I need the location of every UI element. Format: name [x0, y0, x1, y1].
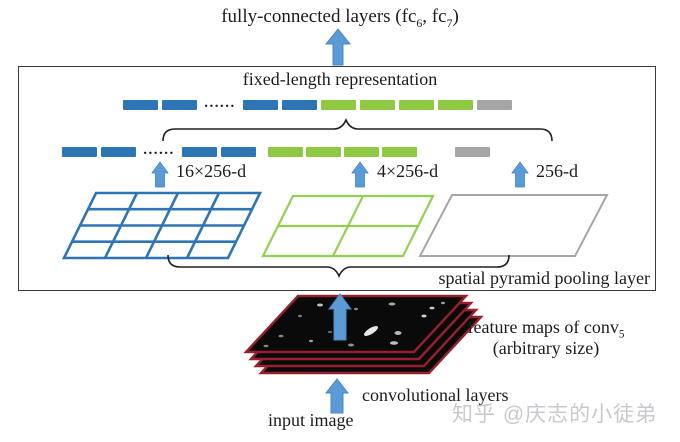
vector-bar-green [344, 147, 379, 157]
vector-bar-green [306, 147, 341, 157]
up-arrow-icon [151, 161, 169, 188]
vector-bar-blue [162, 100, 197, 110]
arbitrary-size-label: (arbitrary size) [492, 337, 600, 358]
up-arrow-icon [328, 293, 352, 341]
brace-down [167, 254, 510, 278]
spp-box [18, 66, 656, 291]
fc-layers-text: , fc [422, 6, 447, 27]
up-arrow-icon [511, 161, 529, 188]
up-arrow-icon [324, 378, 350, 414]
level-4-vector [268, 147, 417, 157]
feature-maps-label: feature maps of conv5 (arbitrary size) [441, 317, 651, 358]
fc7-subscript: 7 [446, 16, 453, 30]
pool-4x256-label: 4×256-d [377, 161, 439, 181]
vector-bar-blue [243, 100, 278, 110]
conv-layers-label: convolutional layers [362, 385, 509, 405]
pool-256-label: 256-d [536, 161, 578, 181]
fc-layers-label: fully-connected layers (fc6, fc7) [0, 6, 680, 30]
vector-bar-green [268, 147, 303, 157]
level-16-vector: ...... [62, 142, 256, 158]
vector-bar-blue [282, 100, 317, 110]
vector-bar-blue [182, 147, 217, 157]
vector-bar-blue [62, 147, 97, 157]
conv5-subscript: 5 [618, 328, 625, 341]
feature-maps-line1: feature maps of conv5 [441, 317, 651, 341]
up-arrow-icon [324, 28, 352, 66]
zhihu-watermark: 知乎 @庆志的小徒弟 [452, 403, 658, 426]
ellipsis: ...... [143, 142, 175, 158]
fixed-length-vector: ...... [123, 95, 512, 111]
vector-bar-blue [123, 100, 158, 110]
grid-4x4 [61, 191, 263, 260]
feature-map-activations [263, 301, 445, 348]
fc6-subscript: 6 [416, 16, 423, 30]
feature-map-stack [243, 294, 484, 375]
grid-2x2 [261, 194, 435, 258]
vector-bar-green [382, 147, 417, 157]
vector-bar-green [399, 100, 434, 110]
vector-bar-blue [221, 147, 256, 157]
up-arrow-icon [351, 161, 369, 188]
feature-maps-text: feature maps of conv [467, 317, 619, 337]
brace-up [162, 118, 553, 142]
fc-layers-text: fully-connected layers (fc [221, 6, 417, 27]
spp-layer-label: spatial pyramid pooling layer [438, 268, 650, 288]
vector-bar-gray [477, 100, 512, 110]
grid-1x1 [418, 194, 609, 257]
fixed-length-label: fixed-length representation [242, 69, 438, 89]
level-1-vector [455, 147, 490, 157]
input-image-label: input image [268, 410, 354, 430]
vector-bar-green [360, 100, 395, 110]
fc-layers-text: ) [452, 6, 459, 27]
ellipsis: ...... [204, 95, 236, 111]
vector-bar-green [321, 100, 356, 110]
vector-bar-gray [455, 147, 490, 157]
vector-bar-green [438, 100, 473, 110]
vector-bar-blue [101, 147, 136, 157]
pool-16x256-label: 16×256-d [176, 161, 247, 181]
